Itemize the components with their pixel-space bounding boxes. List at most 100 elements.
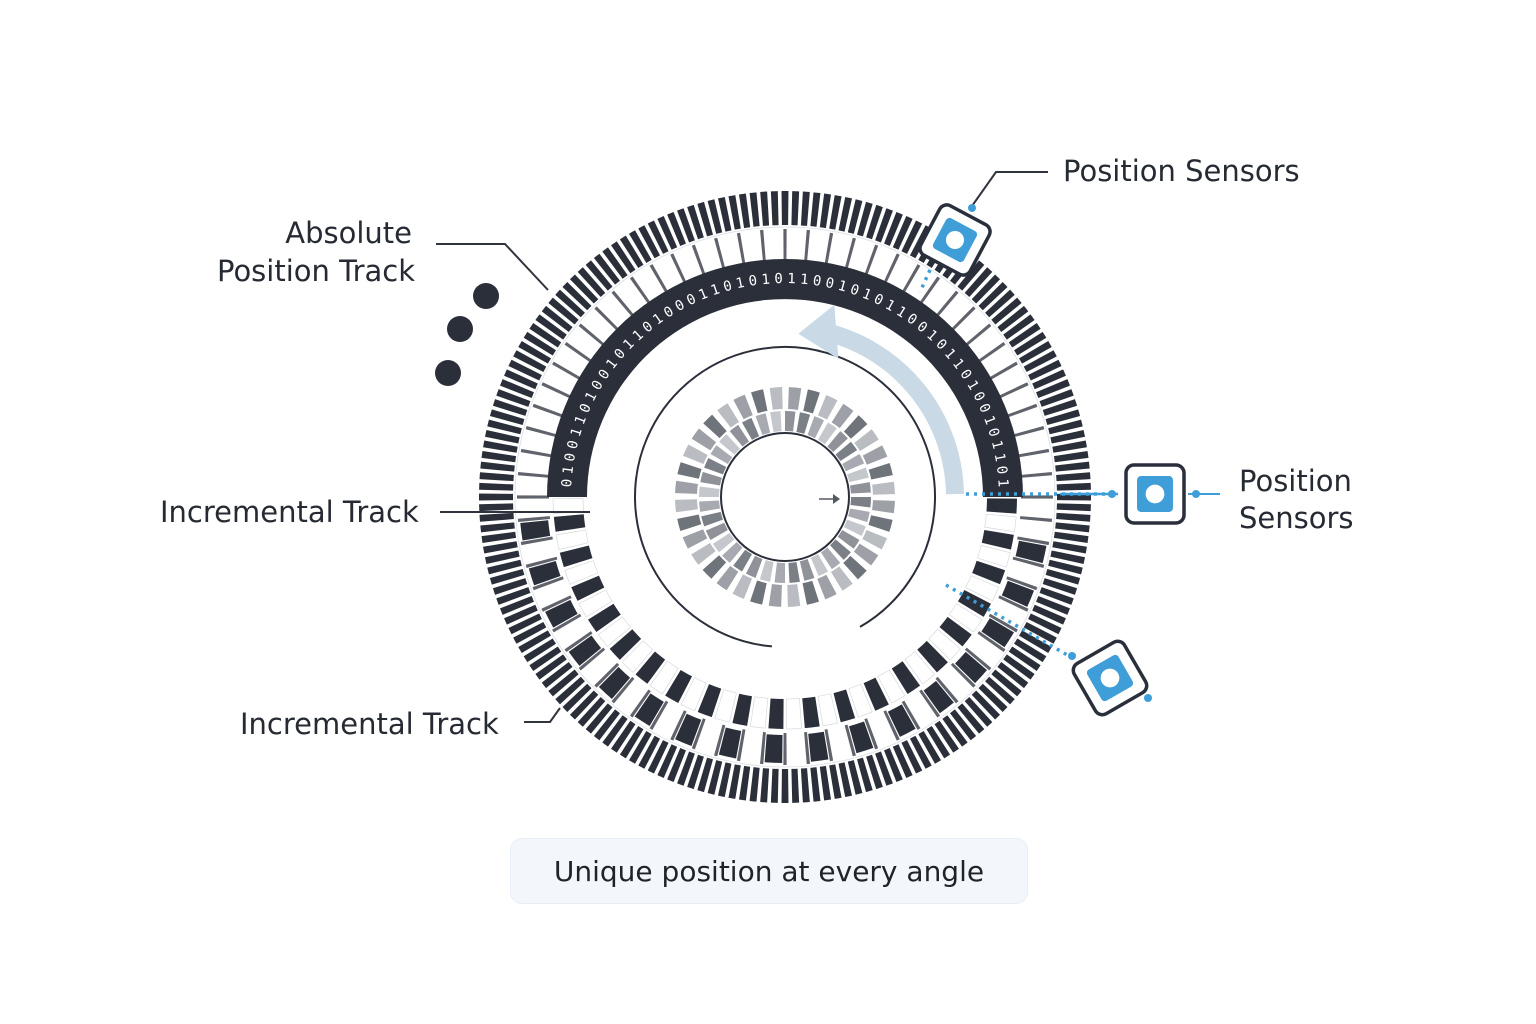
mid-separator bbox=[552, 613, 582, 633]
outer-tick bbox=[1032, 369, 1066, 390]
outer-tick bbox=[1048, 559, 1083, 575]
inner-block bbox=[621, 640, 654, 673]
outer-tick bbox=[781, 190, 789, 226]
hub-segment bbox=[788, 561, 800, 583]
outer-tick bbox=[619, 235, 644, 268]
inner-block bbox=[609, 629, 642, 660]
hub-segment bbox=[675, 480, 698, 494]
mid-separator bbox=[691, 244, 706, 276]
outer-tick bbox=[479, 472, 514, 482]
outer-tick bbox=[480, 461, 515, 472]
mid-separator bbox=[541, 595, 572, 612]
square-sensor-icon bbox=[1124, 463, 1186, 525]
code-digit: 0 bbox=[722, 278, 734, 296]
hub-segment bbox=[837, 530, 860, 549]
outer-tick bbox=[791, 191, 800, 226]
outer-tick bbox=[504, 369, 538, 390]
outer-tick bbox=[518, 630, 551, 653]
hub-segment bbox=[745, 555, 763, 578]
hub-segment bbox=[769, 387, 783, 410]
inner-block bbox=[732, 693, 753, 726]
outer-tick bbox=[593, 709, 620, 741]
outer-tick bbox=[892, 216, 913, 250]
hub-segment bbox=[862, 529, 887, 550]
outer-tick bbox=[529, 323, 562, 348]
outer-tick bbox=[697, 201, 713, 237]
mid-separator bbox=[1012, 556, 1045, 568]
inner-block bbox=[714, 689, 737, 723]
inner-block bbox=[986, 498, 1017, 514]
mid-separator bbox=[998, 595, 1029, 612]
hub-segment bbox=[820, 547, 841, 570]
mid-separator bbox=[714, 237, 726, 270]
hub-segment bbox=[850, 497, 871, 508]
outer-tick bbox=[1039, 389, 1074, 407]
outer-tick bbox=[909, 735, 932, 769]
hub-segment bbox=[868, 463, 893, 480]
mid-separator bbox=[988, 613, 1018, 633]
sensor-eye bbox=[1100, 668, 1120, 688]
mid-separator bbox=[804, 229, 810, 263]
hub-segment bbox=[732, 574, 753, 599]
mid-separator bbox=[520, 448, 553, 458]
dot-cluster-icon bbox=[435, 283, 499, 386]
hub-segment bbox=[700, 471, 722, 486]
mid-block bbox=[520, 520, 551, 541]
sensor-leader-top bbox=[971, 171, 1048, 207]
outer-tick bbox=[484, 429, 520, 444]
absolute-track-label-line1: Absolute bbox=[285, 216, 412, 250]
outer-tick bbox=[978, 281, 1008, 311]
mid-separator bbox=[844, 724, 856, 757]
outer-tick bbox=[629, 230, 652, 263]
hub-segment bbox=[691, 542, 716, 565]
mid-separator bbox=[760, 229, 766, 263]
hub-segment bbox=[704, 457, 727, 475]
outer-tick bbox=[479, 512, 514, 522]
outer-tick bbox=[487, 419, 522, 435]
inner-block bbox=[833, 689, 856, 723]
outer-tick bbox=[508, 613, 542, 635]
mid-separator bbox=[1017, 448, 1050, 458]
curved-arrow-icon bbox=[798, 304, 964, 495]
mid-block bbox=[923, 680, 954, 714]
mid-separator bbox=[517, 516, 551, 522]
hub-segment bbox=[849, 482, 871, 494]
code-digit: 0 bbox=[562, 452, 579, 463]
outer-tick bbox=[1056, 512, 1091, 522]
hub-segment bbox=[677, 514, 702, 531]
hub-segment bbox=[683, 444, 708, 465]
hub-segment bbox=[702, 555, 727, 579]
sensor-eye bbox=[945, 230, 965, 250]
sensor-eye bbox=[1145, 484, 1165, 504]
inner-block bbox=[965, 575, 1000, 602]
outer-tick bbox=[677, 208, 695, 243]
outer-tick bbox=[819, 193, 832, 229]
outer-tick bbox=[657, 744, 678, 778]
hub-segment bbox=[759, 560, 774, 582]
outer-tick bbox=[997, 305, 1029, 332]
outer-tick bbox=[847, 199, 863, 234]
outer-tick bbox=[562, 281, 592, 311]
hub-segment bbox=[802, 580, 819, 605]
outer-tick bbox=[1019, 630, 1052, 653]
mid-separator bbox=[629, 689, 651, 718]
mid-separator bbox=[783, 732, 787, 765]
outer-tick bbox=[697, 757, 713, 793]
mid-separator bbox=[594, 662, 620, 688]
mid-block bbox=[718, 727, 742, 759]
outer-tick bbox=[901, 220, 923, 254]
inner-block bbox=[665, 669, 693, 703]
code-digit: 1 bbox=[799, 272, 809, 289]
mid-separator bbox=[977, 341, 1006, 363]
mid-separator bbox=[1012, 426, 1045, 438]
outer-tick bbox=[535, 314, 567, 340]
outer-tick bbox=[585, 703, 613, 734]
mid-separator bbox=[564, 341, 593, 363]
outer-tick bbox=[1003, 654, 1035, 680]
outer-tick bbox=[819, 765, 832, 801]
hub-segment bbox=[733, 549, 752, 572]
mid-separator bbox=[760, 731, 766, 765]
outer-tick bbox=[1053, 450, 1089, 463]
inner-block bbox=[649, 660, 679, 695]
